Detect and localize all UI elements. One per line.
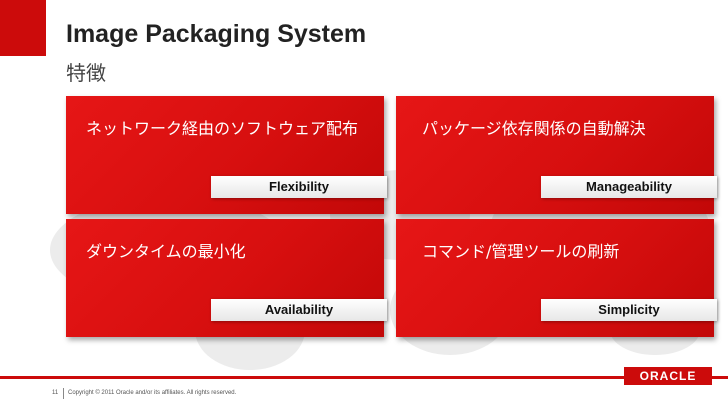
footer-divider (0, 376, 728, 379)
feature-tile-text: パッケージ依存関係の自動解決 (422, 119, 646, 138)
feature-tile-software-distribution: ネットワーク経由のソフトウェア配布 Flexibility (66, 96, 387, 214)
oracle-logo: ORACLE (624, 367, 712, 385)
slide-title: Image Packaging System (66, 20, 367, 48)
slide-subtitle: 特徴 (66, 61, 106, 85)
feature-tile-dependency-resolution: パッケージ依存関係の自動解決 Manageability (396, 96, 717, 214)
feature-tile-text: コマンド/管理ツールの刷新 (422, 242, 620, 261)
feature-tile-tool-renewal: コマンド/管理ツールの刷新 Simplicity (396, 219, 717, 337)
feature-tag-flexibility: Flexibility (211, 176, 387, 198)
feature-tile-text: ダウンタイムの最小化 (86, 242, 246, 261)
accent-bar (0, 0, 46, 56)
copyright-notice: Copyright © 2011 Oracle and/or its affil… (68, 390, 237, 396)
feature-tag-availability: Availability (211, 299, 387, 321)
feature-tile-text: ネットワーク経由のソフトウェア配布 (86, 119, 359, 138)
feature-tag-manageability: Manageability (541, 176, 717, 198)
feature-tile-downtime-minimization: ダウンタイムの最小化 Availability (66, 219, 387, 337)
feature-tag-simplicity: Simplicity (541, 299, 717, 321)
page-number: 11 (52, 390, 59, 396)
footer-separator (63, 388, 64, 399)
